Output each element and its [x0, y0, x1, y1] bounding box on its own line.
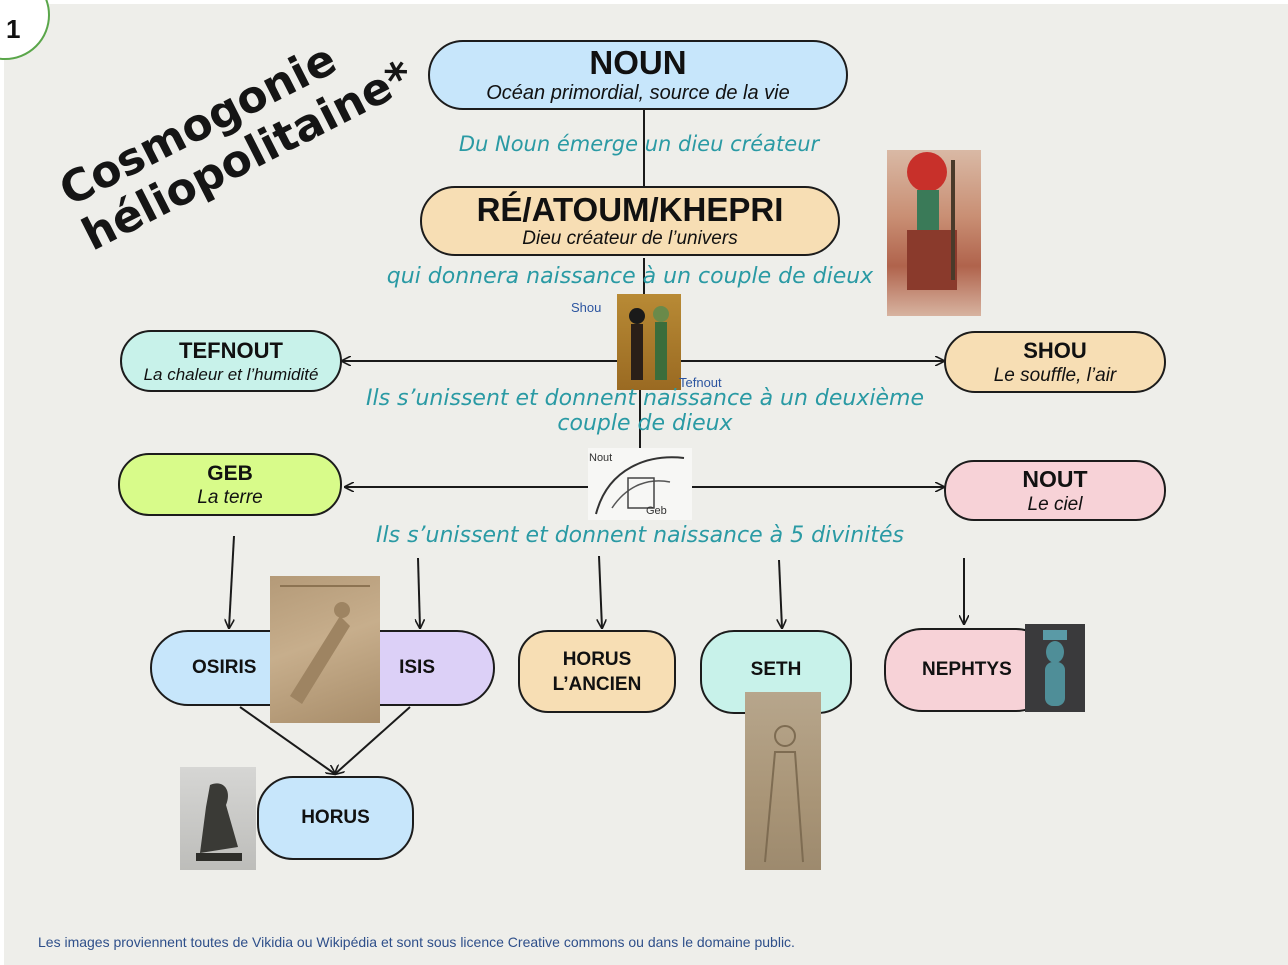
node-horus-ancien: HORUS L’ANCIEN [518, 630, 676, 713]
flow-text-2: qui donnera naissance à un couple de die… [386, 264, 874, 289]
node-geb: GEB La terre [118, 453, 342, 516]
node-horus-ancien-line2: L’ANCIEN [552, 673, 642, 695]
ra-image [887, 150, 981, 316]
node-shou: SHOU Le souffle, l’air [944, 331, 1166, 393]
label-tefnout-small: Tefnout [679, 375, 722, 390]
node-seth-name: SETH [750, 659, 802, 680]
flow-text-3-line2: couple de dieux [557, 411, 733, 436]
node-geb-desc: La terre [197, 486, 263, 508]
page-number: 1 [6, 14, 21, 44]
node-re-atoum-khepri: RÉ/ATOUM/KHEPRI Dieu créateur de l’unive… [420, 186, 840, 256]
flow-text-1: Du Noun émerge un dieu créateur [458, 132, 820, 156]
relief-carving-icon [280, 585, 370, 704]
node-tefnout: TEFNOUT La chaleur et l’humidité [120, 330, 342, 392]
flow-text-4: Ils s’unissent et donnent naissance à 5 … [376, 523, 904, 548]
node-horus: HORUS [257, 776, 414, 860]
flow-text-3-line1: Ils s’unissent et donnent naissance à un… [365, 386, 925, 411]
node-isis-name: ISIS [399, 657, 435, 678]
shou-tefnout-image [617, 294, 681, 390]
node-noun: NOUN Océan primordial, source de la vie [428, 40, 848, 110]
node-tefnout-name: TEFNOUT [179, 337, 283, 363]
falcon-statue-icon [196, 783, 242, 861]
node-osiris-name: OSIRIS [192, 657, 257, 678]
label-shou-small: Shou [571, 300, 602, 315]
node-re-name: RÉ/ATOUM/KHEPRI [476, 191, 784, 228]
image-credit-footnote: Les images proviennent toutes de Vikidia… [38, 934, 795, 950]
flow-text-3: Ils s’unissent et donnent naissance à un… [340, 386, 950, 436]
nephtys-statuette-icon [1043, 630, 1067, 706]
seth-relief-icon [764, 725, 804, 863]
arrow-to-seth [779, 559, 782, 628]
arrow-to-horus-ancien [599, 555, 602, 628]
node-nephtys-name: NEPHTYS [922, 659, 1012, 680]
node-horus-name: HORUS [301, 807, 370, 828]
nout-geb-image: Nout Geb [588, 448, 692, 520]
arrow-to-osiris [229, 535, 235, 628]
label-nout-small: Nout [589, 452, 613, 464]
shou-tefnout-figures-icon [629, 306, 669, 380]
node-nout: NOUT Le ciel [944, 460, 1166, 521]
osiris-isis-image [270, 576, 380, 723]
node-geb-name: GEB [207, 461, 253, 485]
label-geb-small: Geb [646, 505, 667, 517]
node-noun-desc: Océan primordial, source de la vie [486, 82, 790, 104]
node-re-desc: Dieu créateur de l’univers [522, 228, 738, 249]
node-nout-desc: Le ciel [1027, 493, 1083, 515]
node-nout-name: NOUT [1022, 465, 1088, 492]
arrow-osiris-to-horus [239, 706, 335, 774]
seth-image [745, 692, 821, 870]
ra-figure-icon [907, 152, 957, 290]
node-noun-name: NOUN [589, 44, 687, 81]
node-horus-ancien-line1: HORUS [562, 648, 632, 670]
nephtys-image [1025, 624, 1085, 712]
arrow-isis-to-horus [335, 706, 411, 774]
arrow-to-isis [418, 557, 420, 628]
node-shou-name: SHOU [1023, 337, 1087, 363]
node-shou-desc: Le souffle, l’air [993, 364, 1117, 386]
horus-falcon-image [180, 767, 256, 870]
nout-geb-figures-icon [595, 456, 685, 515]
node-tefnout-desc: La chaleur et l’humidité [143, 364, 319, 384]
